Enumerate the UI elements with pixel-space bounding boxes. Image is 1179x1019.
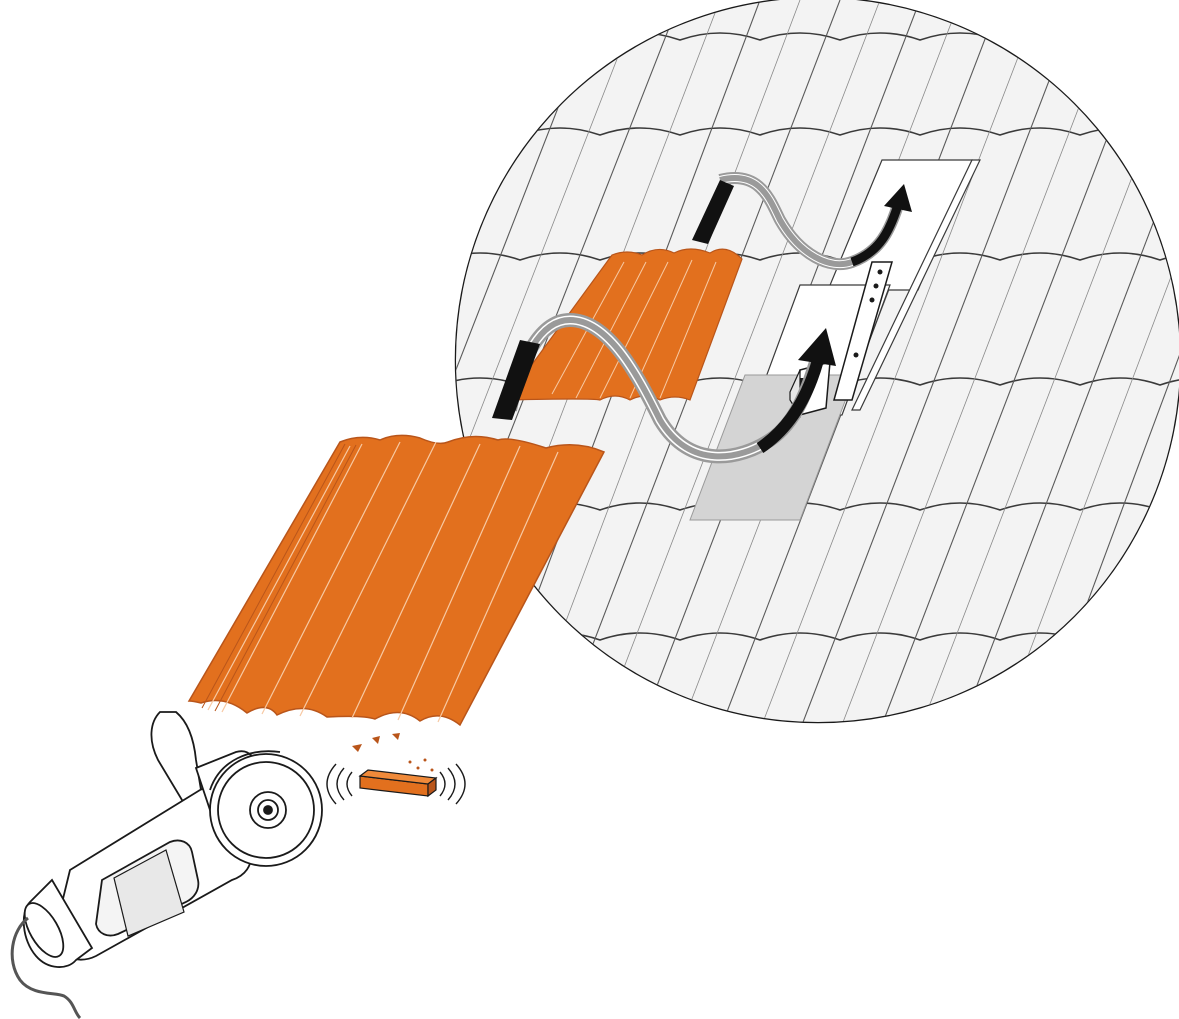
- tile-offcut: [360, 770, 436, 796]
- angle-grinder-icon: [12, 712, 322, 1018]
- sparks-icon: [352, 733, 434, 772]
